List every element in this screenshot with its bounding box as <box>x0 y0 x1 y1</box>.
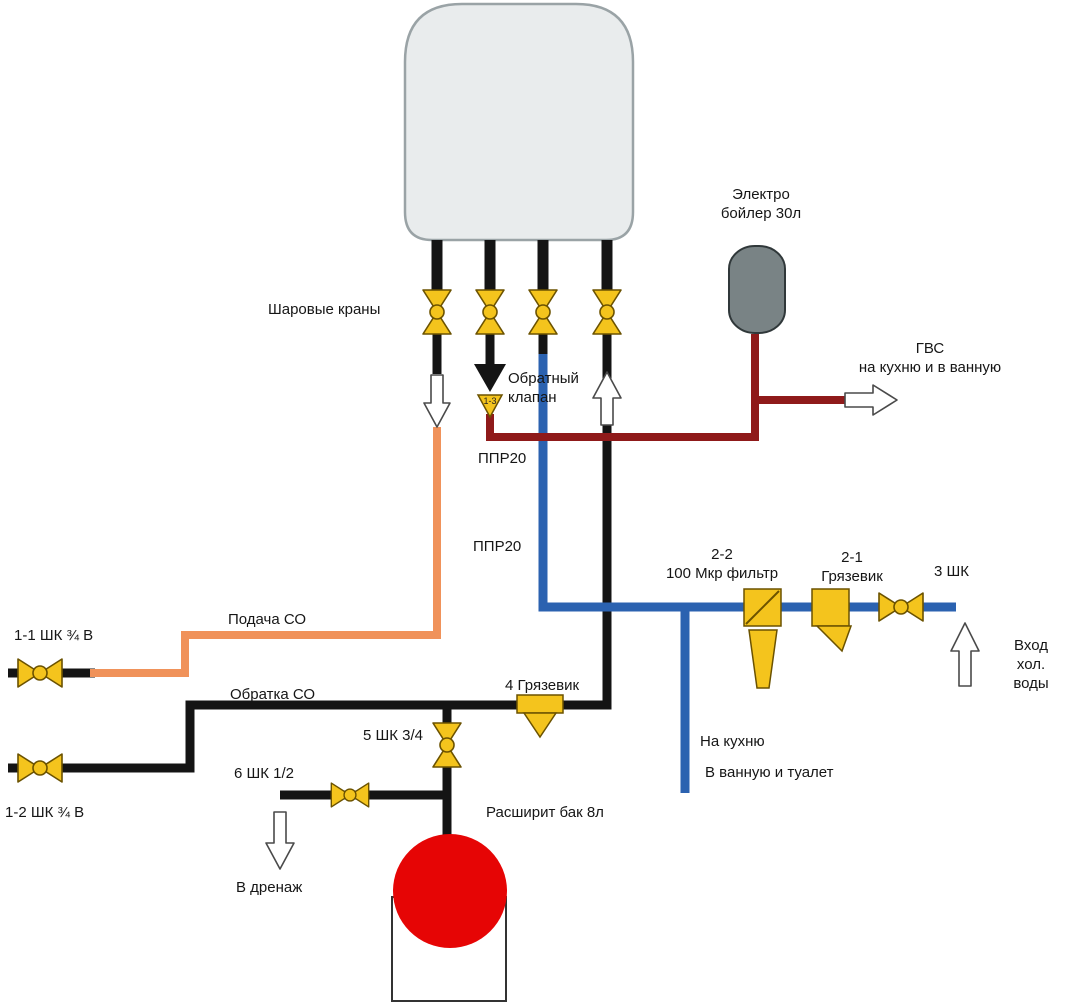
supply-co-label: Подача СО <box>228 611 307 628</box>
ball-valve-1-1-icon <box>17 658 63 688</box>
to-bathroom-label: В ванную и туалет <box>705 764 834 781</box>
shk-1-2-label: 1-2 ШК ¾ В <box>5 804 85 821</box>
ball-valves-label: Шаровые краны <box>268 301 381 318</box>
strainer-4-label: 4 Грязевик <box>505 677 580 694</box>
electric-boiler <box>728 245 786 334</box>
strainer-2-1-label: 2-1 Грязевик <box>821 549 883 585</box>
arrow-up-return-icon <box>592 371 622 426</box>
check-valve: 1-3 <box>474 364 506 419</box>
shk-5-label: 5 ШК 3/4 <box>363 727 424 744</box>
electric-boiler-label: Электро бойлер 30л <box>720 186 802 222</box>
ball-valve-3shk-icon <box>878 592 924 622</box>
ball-valve-6-icon <box>330 782 370 808</box>
ball-valves-icons <box>17 289 924 808</box>
filter-2-2-icon <box>743 588 782 689</box>
flow-arrows <box>265 371 980 870</box>
ball-valve-boiler-4-icon <box>592 289 622 335</box>
ball-valve-1-2-icon <box>17 753 63 783</box>
gvs-label: ГВС на кухню и в ванную <box>858 340 1002 376</box>
boiler-connection-stubs <box>431 240 613 293</box>
to-drain-label: В дренаж <box>236 879 303 896</box>
return-co-label: Обратка СО <box>230 686 316 703</box>
cold-inlet-label: Вход хол. воды <box>1013 637 1049 692</box>
ball-valve-boiler-2-icon <box>475 289 505 335</box>
ball-valve-5-icon <box>432 722 462 768</box>
heating-return-pipe <box>8 331 612 843</box>
ball-valve-boiler-1-icon <box>422 289 452 335</box>
ball-valve-boiler-3-icon <box>528 289 558 335</box>
shk-6-label: 6 ШК 1/2 <box>234 765 295 782</box>
arrow-down-supply-icon <box>423 374 451 428</box>
arrow-right-gvs-icon <box>844 384 898 416</box>
expansion-tank-label: Расширит бак 8л <box>486 804 604 821</box>
expansion-tank <box>391 834 507 1002</box>
arrow-down-drain-icon <box>265 811 295 870</box>
strainer-2-1-icon <box>811 588 853 653</box>
check-valve-tag: 1-3 <box>483 396 496 406</box>
gas-boiler <box>403 2 635 242</box>
ppr20-mid-label: ППР20 <box>473 538 522 555</box>
shk-3-label: 3 ШК <box>934 563 969 580</box>
ppr20-top-label: ППР20 <box>478 450 527 467</box>
arrow-up-cold-inlet-icon <box>950 622 980 687</box>
hot-water-pipe <box>486 334 845 441</box>
check-valve-label: Обратный клапан <box>508 370 579 406</box>
to-kitchen-label: На кухню <box>700 733 765 750</box>
filter-2-2-label: 2-2 100 Мкр фильтр <box>665 546 779 582</box>
heating-supply-pipe <box>90 427 441 677</box>
strainer-4-icon <box>516 694 564 739</box>
shk-1-1-label: 1-1 ШК ¾ В <box>14 627 94 644</box>
